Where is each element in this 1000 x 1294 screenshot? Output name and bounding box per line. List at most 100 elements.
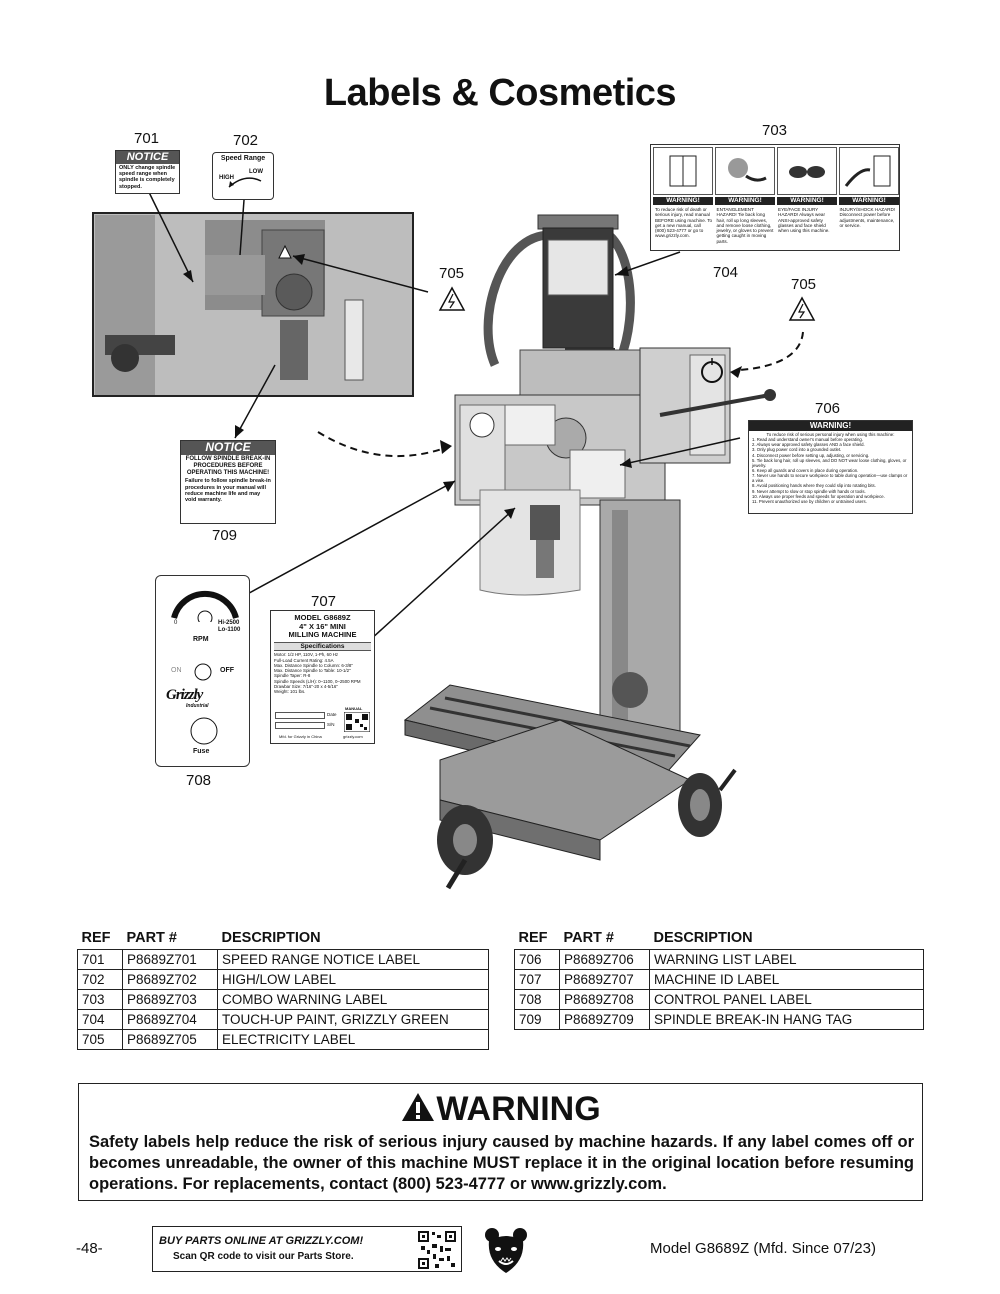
ref-cell: 704 [77,1009,123,1030]
warning-badge: WARNING! [839,197,899,205]
grizzly-bear-logo-icon [485,1228,527,1273]
warning-list-item: 9. Never attempt to slow or stop spindle… [752,488,866,494]
dial-lo: Lo-1100 [218,627,241,633]
spec-line: Drawbar Size: 7/16"-20 x 4-5/16" [274,684,338,690]
ref-cell: 706 [514,949,560,970]
id-name-line1: 4" X 16" MINI [299,621,346,631]
warning-list-item: 10. Always use proper feeds and speeds f… [752,493,885,499]
dial-rpm: RPM [193,636,209,643]
warning-list-item: 8. Avoid positioning hands where they co… [752,483,876,489]
col-description: DESCRIPTION [221,930,321,946]
warning-list-item: 5. Tie back long hair, roll up sleeves, … [752,457,907,468]
speed-high: HIGH [219,175,234,181]
id-site: grizzly.com [343,734,363,739]
col-ref: REF [518,930,548,946]
warning-list: 1. Read and understand owner's manual be… [749,437,912,504]
part-cell: P8689Z704 [122,1009,218,1030]
part-cell: P8689Z708 [559,989,650,1010]
col-part: PART # [563,930,615,946]
notice-label-701: NOTICE ONLY change spindle speed range w… [115,150,180,194]
parts-store-banner[interactable]: BUY PARTS ONLINE AT GRIZZLY.COM! Scan QR… [152,1226,462,1272]
machine-id-label-707: MODEL G8689Z 4" X 16" MINI MILLING MACHI… [270,610,375,744]
speed-arrow-icon [228,177,262,188]
warning-list-intro: To reduce risk of serious personal injur… [766,432,895,437]
callout-708: 708 [186,772,212,789]
part-cell: P8689Z703 [122,989,218,1010]
warning-triangle-icon [402,1093,435,1121]
id-serial-label: S/N [327,722,335,727]
warning-badge: WARNING! [653,197,713,205]
warning-list-item: 11. Prevent unauthorized use by children… [752,498,867,504]
combo-warning-label-703: WARNING! WARNING! WARNING! WARNING! To r… [650,144,900,251]
description-cell: SPEED RANGE NOTICE LABEL [217,949,489,970]
ref-cell: 708 [514,989,560,1010]
fuse-label: Fuse [193,748,210,755]
ref-cell: 707 [514,969,560,990]
warning-badge: WARNING! [715,197,775,205]
part-cell: P8689Z707 [559,969,650,990]
unplug-icon [839,147,899,195]
callout-706: 706 [815,400,841,417]
ref-cell: 709 [514,1009,560,1030]
speed-dial-icon [171,590,239,622]
notice-header: NOTICE [181,440,275,455]
spec-line: Max. Distance Spindle to Column: 6-3/8" [274,662,353,668]
warning-list-header: WARNING! [749,421,912,431]
warning-heading-text: WARNING [436,1090,601,1128]
ref-cell: 705 [77,1029,123,1050]
warning-list-item: 7. Never use hands to secure workpiece t… [752,473,908,484]
id-model: MODEL G8689Z [294,613,351,622]
part-cell: P8689Z706 [559,949,650,970]
part-cell: P8689Z705 [122,1029,218,1050]
warning-panel-text: To reduce risk of death or serious injur… [655,207,713,239]
safety-warning-box: WARNING Safety labels help reduce the ri… [78,1083,923,1201]
description-cell: ELECTRICITY LABEL [217,1029,489,1050]
machine-illustration [92,179,816,890]
description-cell: TOUCH-UP PAINT, GRIZZLY GREEN [217,1009,489,1030]
spec-line: Max. Distance Spindle to Table: 10-1/2" [274,668,351,674]
description-cell: MACHINE ID LABEL [649,969,924,990]
notice-text: ONLY change spindle speed range when spi… [119,164,176,190]
grizzly-logo: Grizzly [166,687,203,703]
col-description: DESCRIPTION [653,930,753,946]
part-cell: P8689Z701 [122,949,218,970]
table-header-row: REF PART # DESCRIPTION [515,930,924,950]
part-cell: P8689Z702 [122,969,218,990]
callout-709: 709 [212,527,238,544]
warning-panel-text: INJURY/SHOCK HAZARD! Disconnect power be… [839,207,896,228]
description-cell: WARNING LIST LABEL [649,949,924,970]
dial-zero: 0 [174,620,178,626]
callout-704: 704 [713,264,739,281]
id-spec-title: Specifications [274,641,371,652]
callout-703: 703 [762,122,788,139]
switch-off: OFF [220,667,234,674]
notice-title: FOLLOW SPINDLE BREAK-IN PROCEDURES BEFOR… [185,455,271,476]
warning-badge: WARNING! [777,197,837,205]
grizzly-logo-sub: Industrial [186,703,209,709]
warning-list-item: 2. Always wear approved safety glasses A… [752,442,865,448]
callout-705-right: 705 [791,276,817,293]
col-ref: REF [81,930,111,946]
spec-line: Spindle Speeds (L/H): 0–1100, 0–2500 RPM [274,678,361,684]
id-manual-label: MANUAL [345,706,363,711]
break-in-hang-tag-709: NOTICE FOLLOW SPINDLE BREAK-IN PROCEDURE… [180,440,276,524]
part-cell: P8689Z709 [559,1009,650,1030]
id-serial-box [275,722,325,729]
id-qr-code-icon [344,712,370,732]
buy-parts-text: BUY PARTS ONLINE AT GRIZZLY.COM! [159,1235,364,1247]
scan-qr-text: Scan QR code to visit our Parts Store. [173,1251,354,1262]
description-cell: SPINDLE BREAK-IN HANG TAG [649,1009,924,1030]
entanglement-icon [715,147,775,195]
description-cell: HIGH/LOW LABEL [217,969,489,990]
spec-line: Motor: 1/2 HP, 110V, 1-Ph, 60 Hz [274,652,339,658]
qr-code-icon[interactable] [417,1230,457,1270]
warning-heading: WARNING [79,1090,922,1129]
switch-on: ON [171,667,182,674]
ref-cell: 702 [77,969,123,990]
